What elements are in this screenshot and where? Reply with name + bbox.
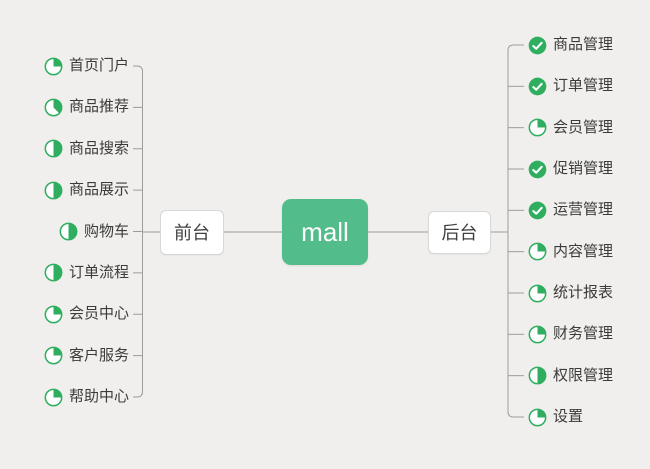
pie-50-icon (44, 263, 63, 282)
pie-25-icon (44, 305, 63, 324)
mindmap-item[interactable]: 促销管理 (528, 159, 613, 179)
mindmap-item[interactable]: 会员管理 (528, 118, 613, 138)
item-label: 统计报表 (553, 284, 614, 301)
item-label: 帮助中心 (68, 388, 129, 405)
mindmap-item[interactable]: 统计报表 (528, 283, 613, 303)
pie-50-icon (44, 139, 63, 158)
root-label: mall (301, 217, 349, 247)
pie-50-icon (528, 366, 547, 385)
item-label: 客户服务 (68, 346, 129, 364)
item-label: 会员管理 (553, 118, 614, 136)
check-icon (528, 160, 547, 179)
item-label: 商品展示 (68, 181, 129, 199)
mindmap-item[interactable]: 运营管理 (528, 200, 613, 220)
pie-37-icon (44, 98, 63, 117)
item-label: 商品管理 (553, 36, 614, 53)
mindmap-item[interactable]: 内容管理 (528, 242, 613, 262)
item-label: 首页门户 (68, 57, 129, 74)
mindmap-item[interactable]: 权限管理 (528, 366, 613, 386)
branch-node-frontend[interactable]: 前台 (160, 210, 224, 255)
item-label: 订单管理 (553, 77, 614, 95)
branch-label: 前台 (174, 222, 210, 243)
check-icon (528, 201, 547, 220)
item-label: 购物车 (83, 222, 129, 240)
pie-25-icon (528, 118, 547, 137)
mindmap-item[interactable]: 设置 (528, 407, 583, 427)
pie-25-icon (44, 346, 63, 365)
pie-50-icon (59, 222, 78, 241)
item-label: 订单流程 (68, 263, 129, 281)
pie-25-icon (528, 325, 547, 344)
item-label: 商品搜索 (68, 139, 129, 157)
item-label: 促销管理 (553, 160, 614, 177)
mindmap-item[interactable]: 客户服务 (44, 346, 129, 366)
item-label: 权限管理 (553, 366, 614, 384)
mindmap-item[interactable]: 购物车 (59, 222, 129, 242)
mindmap-item[interactable]: 商品推荐 (44, 97, 129, 117)
pie-25-icon (528, 408, 547, 427)
item-label: 内容管理 (553, 242, 614, 260)
check-icon (528, 36, 547, 55)
pie-25-icon (528, 242, 547, 261)
mindmap-item[interactable]: 订单管理 (528, 76, 613, 96)
item-label: 设置 (553, 408, 584, 425)
pie-25-icon (528, 284, 547, 303)
pie-25-icon (44, 57, 63, 76)
mindmap-item[interactable]: 订单流程 (44, 263, 129, 283)
item-label: 会员中心 (68, 305, 129, 323)
mindmap-item[interactable]: 会员中心 (44, 304, 129, 324)
mindmap-item[interactable]: 商品搜索 (44, 139, 129, 159)
mindmap-item[interactable]: 商品管理 (528, 35, 613, 55)
item-label: 运营管理 (553, 201, 614, 219)
root-node-mall[interactable]: mall (282, 199, 368, 265)
item-label: 商品推荐 (68, 98, 129, 116)
item-label: 财务管理 (553, 325, 614, 343)
pie-50-icon (44, 181, 63, 200)
check-icon (528, 77, 547, 96)
branch-label: 后台 (441, 222, 478, 243)
mindmap-item[interactable]: 财务管理 (528, 324, 613, 344)
mindmap-item[interactable]: 商品展示 (44, 180, 129, 200)
pie-25-icon (44, 388, 63, 407)
mindmap-item[interactable]: 首页门户 (44, 56, 129, 76)
mindmap-item[interactable]: 帮助中心 (44, 387, 129, 407)
branch-node-backend[interactable]: 后台 (428, 211, 491, 254)
